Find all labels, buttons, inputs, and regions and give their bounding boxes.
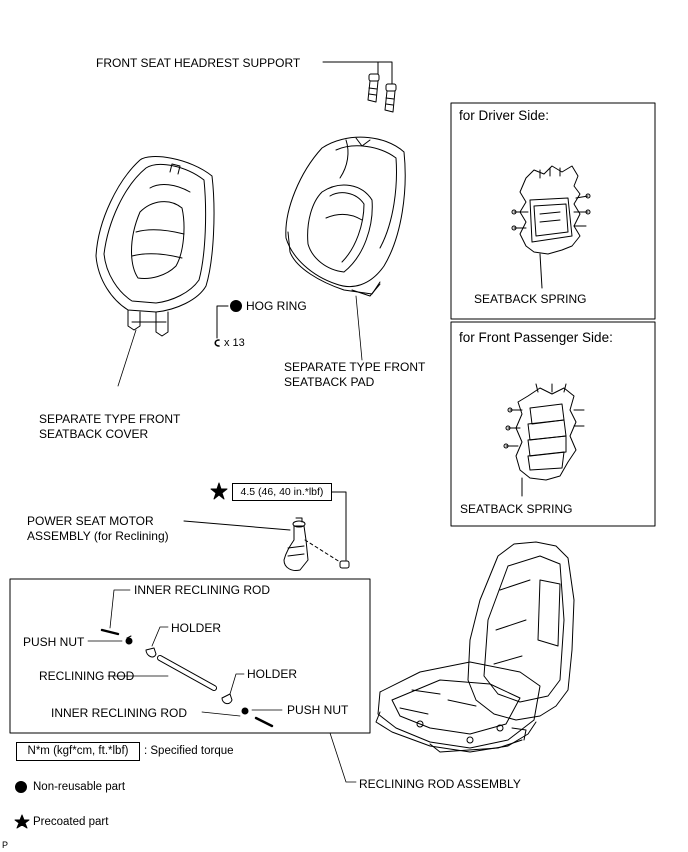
label-holder-top: HOLDER: [171, 621, 222, 635]
legend-precoated-icon: [14, 814, 30, 829]
legend-non-reusable-text: Non-reusable part: [33, 781, 126, 793]
label-cover-line2: SEATBACK COVER: [39, 427, 149, 441]
power-seat-motor-illustration: [183, 482, 350, 571]
precoated-star-mark: [210, 482, 228, 500]
legend-symbols: [14, 781, 30, 829]
torque-spec-box: 4.5 (46, 40 in.*lbf): [232, 483, 332, 501]
hog-ring-illustration: [214, 300, 242, 347]
passenger-box-title: for Front Passenger Side:: [459, 330, 613, 345]
label-push-nut-right: PUSH NUT: [287, 703, 349, 717]
label-inner-reclining-rod-top: INNER RECLINING ROD: [134, 583, 271, 597]
passenger-side-box: [450, 321, 656, 527]
legend-torque-desc: : Specified torque: [144, 745, 234, 757]
label-headrest-support: FRONT SEAT HEADREST SUPPORT: [96, 56, 301, 70]
legend-precoated-text: Precoated part: [33, 816, 109, 828]
label-motor-line1: POWER SEAT MOTOR: [27, 514, 154, 528]
label-motor-line2: ASSEMBLY (for Reclining): [27, 529, 169, 543]
non-reusable-mark: [230, 300, 242, 312]
seat-frame-illustration: [375, 541, 575, 753]
legend-torque-unit: N*m (kgf*cm, ft.*lbf): [16, 742, 140, 761]
driver-side-box: [450, 102, 656, 320]
label-pad-line1: SEPARATE TYPE FRONT: [284, 360, 426, 374]
label-pad-line2: SEATBACK PAD: [284, 375, 375, 389]
reclining-rod-assembly-box: [9, 578, 371, 783]
label-holder-bottom: HOLDER: [247, 667, 298, 681]
driver-seatback-spring: [511, 165, 591, 289]
label-hog-ring: HOG RING: [246, 299, 307, 313]
label-reclining-rod: RECLINING ROD: [39, 669, 135, 683]
passenger-spring-label: SEATBACK SPRING: [460, 502, 573, 516]
legend-non-reusable-icon: [15, 781, 27, 793]
label-hog-ring-qty: x 13: [224, 337, 245, 349]
seatback-cover-illustration: [95, 156, 215, 387]
label-cover-line1: SEPARATE TYPE FRONT: [39, 412, 181, 426]
label-reclining-rod-assembly: RECLINING ROD ASSEMBLY: [359, 777, 521, 791]
label-inner-reclining-rod-bottom: INNER RECLINING ROD: [51, 706, 188, 720]
corner-mark: P: [2, 840, 9, 850]
driver-spring-label: SEATBACK SPRING: [474, 292, 587, 306]
passenger-seatback-spring: [503, 383, 585, 497]
driver-box-title: for Driver Side:: [459, 108, 550, 123]
seatback-pad-illustration: [285, 136, 406, 361]
headrest-support-illustration: [322, 61, 397, 113]
label-push-nut-left: PUSH NUT: [23, 635, 85, 649]
